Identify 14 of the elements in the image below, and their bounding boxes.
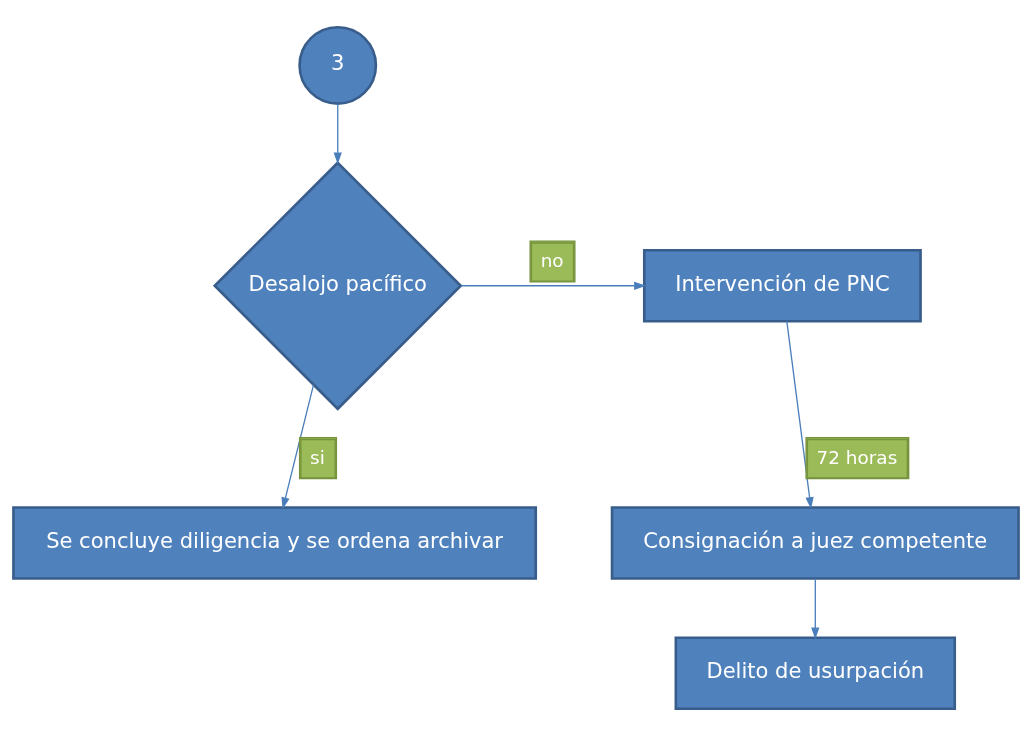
arrow [786, 320, 814, 509]
node-box: Consignación a juez competente [610, 505, 1020, 580]
node-diamond: Desalojo pacífico [212, 160, 463, 411]
edge-label: no [540, 249, 564, 271]
node-box: Se concluye diligencia y se ordena archivar [12, 505, 538, 580]
arrow [333, 102, 342, 164]
node-box: Delito de usurpación [674, 635, 957, 710]
edge-label: si [310, 446, 325, 468]
arrow [460, 281, 646, 290]
arrow [281, 383, 315, 509]
node-box: Intervención de PNC [642, 248, 922, 323]
arrow [811, 577, 820, 639]
edge-label: 72 horas [816, 446, 898, 468]
node-circle: 3 [298, 25, 378, 105]
